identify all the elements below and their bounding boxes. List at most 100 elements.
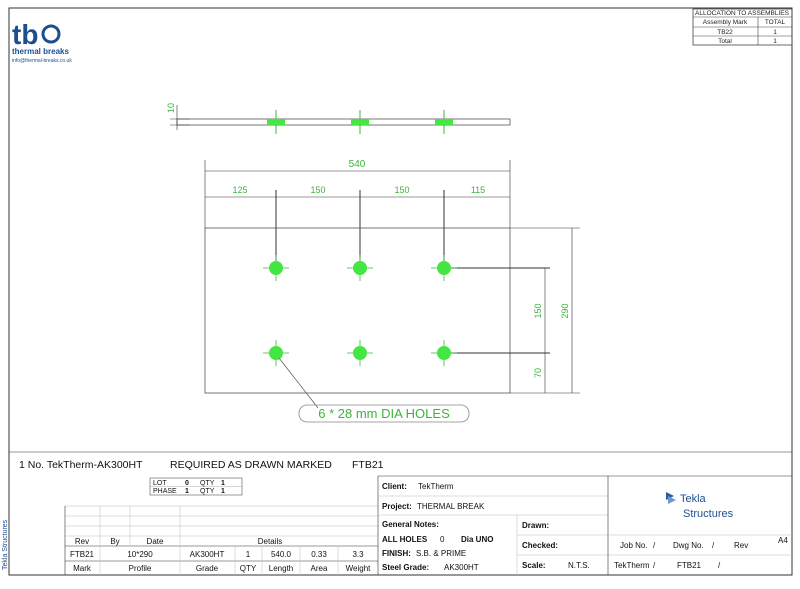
- part-cell: AK300HT: [190, 550, 225, 559]
- scale-label: Scale:: [522, 561, 546, 570]
- logo-mark: tb: [12, 19, 38, 50]
- dwg-label: Dwg No.: [673, 541, 704, 550]
- rev-header: Details: [258, 537, 282, 546]
- job-label: Job No.: [620, 541, 648, 550]
- part-header: Mark: [73, 564, 92, 573]
- project-label: Project:: [382, 502, 412, 511]
- part-cell: 0.33: [311, 550, 327, 559]
- drawn-label: Drawn:: [522, 521, 549, 530]
- tekla-logo: Tekla Structures: [666, 492, 734, 520]
- holes-note-text: 6 * 28 mm DIA HOLES: [318, 406, 450, 421]
- hole: [347, 340, 373, 366]
- hole: [347, 255, 373, 281]
- sheet-frame: [8, 7, 793, 576]
- brand-tekla: Tekla: [680, 493, 707, 505]
- part-mark: FTB21: [352, 459, 384, 471]
- part-qty: 1 No. TekTherm-AK300HT: [19, 459, 143, 471]
- notes-label: General Notes:: [382, 520, 439, 529]
- steel-label: Steel Grade:: [382, 563, 429, 572]
- holes-note: 6 * 28 mm DIA HOLES: [278, 357, 470, 423]
- allocation-header-total: TOTAL: [765, 19, 786, 26]
- svg-text:/: /: [653, 541, 656, 550]
- svg-text:1: 1: [221, 480, 225, 487]
- lot-phase-box: LOT 0 QTY 1 PHASE 1 QTY 1: [149, 477, 243, 496]
- dia-label: Dia UNO: [461, 535, 493, 544]
- part-instruction: REQUIRED AS DRAWN MARKED: [170, 459, 332, 471]
- job-value: TekTherm: [614, 561, 650, 570]
- allocation-cell: 1: [773, 29, 777, 36]
- allocation-header-mark: Assembly Mark: [703, 19, 748, 26]
- part-cell: 1: [246, 550, 251, 559]
- height-dim: 290: [560, 303, 570, 318]
- project-value: THERMAL BREAK: [417, 502, 485, 511]
- rev-header: Date: [147, 537, 164, 546]
- spacing-dim: 125: [232, 185, 247, 195]
- top-view: 10: [166, 103, 511, 134]
- allocation-cell: 1: [773, 38, 777, 45]
- svg-text:/: /: [718, 561, 721, 570]
- part-header: Weight: [346, 564, 372, 573]
- logo-email: info@thermal-breaks.co.uk: [12, 58, 72, 64]
- scale-value: N.T.S.: [568, 561, 590, 570]
- svg-text:0: 0: [185, 480, 189, 487]
- part-cell: 10*290: [127, 550, 153, 559]
- hole: [263, 255, 289, 281]
- horizontal-dimensions: 540 125 150 150 115: [204, 159, 511, 268]
- checked-label: Checked:: [522, 541, 558, 550]
- part-cell: 3.3: [352, 550, 364, 559]
- logo-ring-icon: [41, 24, 61, 44]
- part-header: QTY: [240, 564, 257, 573]
- hole: [431, 255, 457, 281]
- rev-header: Rev: [75, 537, 89, 546]
- finish-label: FINISH:: [382, 549, 411, 558]
- svg-text:/: /: [653, 561, 656, 570]
- svg-text:1: 1: [185, 488, 189, 495]
- holes-label: ALL HOLES: [382, 535, 428, 544]
- allocation-table: ALLOCATION TO ASSEMBLIES Assembly Mark T…: [692, 8, 793, 46]
- vertical-dimensions: 150 70 290: [444, 227, 580, 394]
- finish-value: S.B. & PRIME: [416, 549, 466, 558]
- logo-name: thermal breaks: [12, 47, 69, 56]
- spacing-dim: 150: [310, 185, 325, 195]
- side-label: Tekla Structures: [2, 519, 9, 570]
- part-cell: FTB21: [70, 550, 95, 559]
- svg-text:PHASE: PHASE: [153, 488, 177, 495]
- holes-value: 0: [440, 535, 445, 544]
- part-header: Length: [269, 564, 293, 573]
- hole: [263, 340, 289, 366]
- svg-text:/: /: [712, 541, 715, 550]
- client-label: Client:: [382, 482, 407, 491]
- company-logo: tb thermal breaks info@thermal-breaks.co…: [12, 19, 72, 64]
- steel-value: AK300HT: [444, 563, 479, 572]
- part-description-line: 1 No. TekTherm-AK300HT REQUIRED AS DRAWN…: [9, 451, 792, 471]
- part-header: Area: [311, 564, 328, 573]
- svg-text:QTY: QTY: [200, 488, 215, 495]
- bottom-edge-dim: 70: [533, 368, 543, 378]
- svg-text:1: 1: [221, 488, 225, 495]
- paper-size: A4: [778, 536, 788, 545]
- main-plate: [204, 227, 511, 394]
- dwg-value: FTB21: [677, 561, 702, 570]
- rev-label: Rev: [734, 541, 748, 550]
- hole-gap-dim: 150: [533, 303, 543, 318]
- revision-parts-table: Rev By Date Details FTB21 10*290 AK300HT…: [64, 476, 379, 575]
- svg-text:LOT: LOT: [153, 480, 167, 487]
- brand-structures: Structures: [683, 508, 734, 520]
- overall-width-dim: 540: [349, 159, 366, 170]
- allocation-cell: TB22: [717, 29, 733, 36]
- spacing-dim: 115: [471, 185, 485, 195]
- part-header: Profile: [129, 564, 152, 573]
- svg-text:QTY: QTY: [200, 480, 215, 487]
- part-header: Grade: [196, 564, 219, 573]
- client-value: TekTherm: [418, 482, 454, 491]
- allocation-cell: Total: [718, 38, 732, 45]
- allocation-title: ALLOCATION TO ASSEMBLIES: [695, 10, 790, 17]
- spacing-dim: 150: [394, 185, 409, 195]
- rev-header: By: [110, 537, 119, 546]
- holes: [263, 255, 457, 366]
- title-block: Client: TekTherm Project: THERMAL BREAK …: [378, 475, 792, 575]
- hole: [431, 340, 457, 366]
- thickness-dim: 10: [166, 103, 176, 113]
- part-cell: 540.0: [271, 550, 292, 559]
